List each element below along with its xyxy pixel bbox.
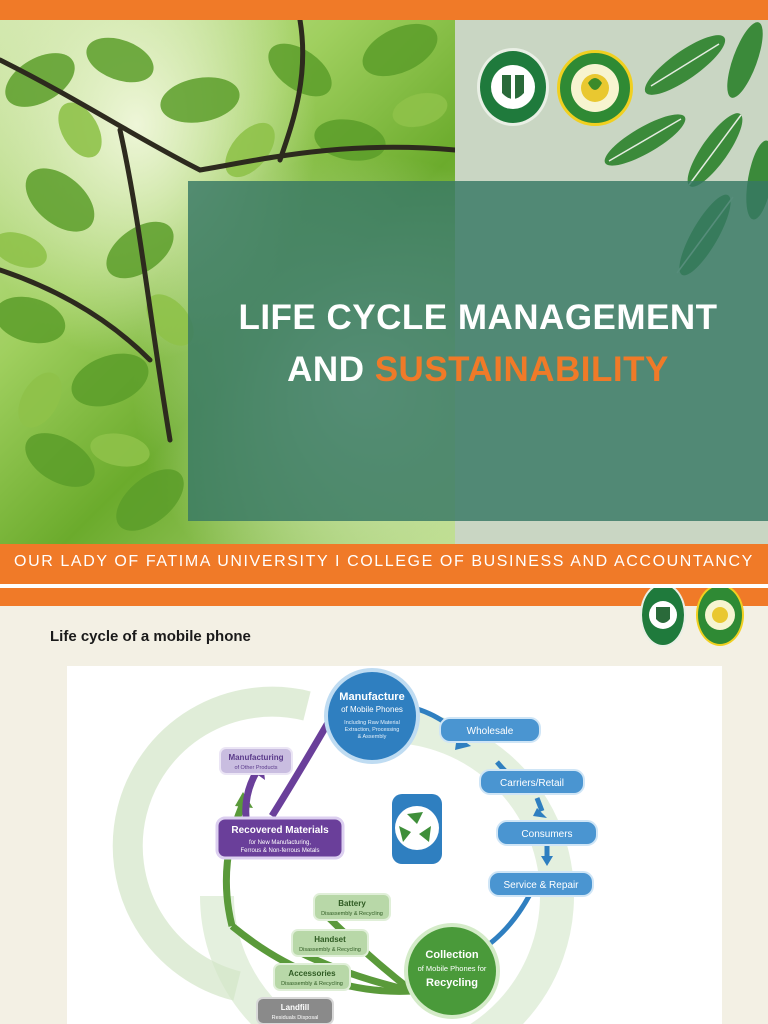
recovered-sub1: for New Manufacturing, xyxy=(249,840,311,846)
handset-sub: Disassembly & Recycling xyxy=(299,947,361,953)
lifecycle-diagram-svg: Manufacture of Mobile Phones Including R… xyxy=(112,668,598,1024)
landfill-label: Landfill xyxy=(281,1003,309,1012)
manufacture-sub: of Mobile Phones xyxy=(341,705,403,714)
collection-title: Collection xyxy=(425,949,478,961)
title-highlight: SUSTAINABILITY xyxy=(374,350,669,389)
university-seal-icon xyxy=(477,48,549,126)
accessories-label: Accessories xyxy=(288,969,336,978)
landfill-sub: Residuals Disposal xyxy=(272,1015,319,1021)
content-slide: Life cycle of a mobile phone xyxy=(0,588,768,1024)
title-prefix: AND xyxy=(287,350,375,389)
manufacture-note1: Including Raw Material xyxy=(344,720,400,726)
manufacturing-other-sub: of Other Products xyxy=(234,765,277,771)
battery-label: Battery xyxy=(338,899,366,908)
collection-sub: of Mobile Phones for xyxy=(418,964,487,973)
wholesale-label: Wholesale xyxy=(467,726,514,737)
manufacture-node xyxy=(324,668,420,764)
manufacture-title: Manufacture xyxy=(339,691,404,703)
service-repair-label: Service & Repair xyxy=(503,880,579,891)
accessories-sub: Disassembly & Recycling xyxy=(281,981,343,987)
battery-sub: Disassembly & Recycling xyxy=(321,911,383,917)
footer-text: OUR LADY OF FATIMA UNIVERSITY I COLLEGE … xyxy=(14,553,754,570)
manufacture-note2: Extraction, Processing xyxy=(345,727,400,733)
landfill-node xyxy=(256,997,334,1024)
recovered-sub2: Ferrous & Non-ferrous Metals xyxy=(240,848,319,854)
collection-title2: Recycling xyxy=(426,977,478,989)
wholesale-node xyxy=(439,717,541,743)
leaves-illustration xyxy=(0,20,455,531)
recovered-materials-node xyxy=(215,816,345,860)
college-seal-icon xyxy=(557,50,633,126)
service-repair-node xyxy=(488,871,594,897)
carriers-retail-node xyxy=(479,769,585,795)
slide-title-line1: LIFE CYCLE MANAGEMENT xyxy=(238,298,718,337)
university-seal-small-icon xyxy=(640,588,686,647)
title-overlay-box xyxy=(188,181,768,521)
title-slide: LIFE CYCLE MANAGEMENT AND SUSTAINABILITY… xyxy=(0,0,768,588)
manufacturing-other-node xyxy=(219,747,293,775)
slide-title-line2: AND SUSTAINABILITY xyxy=(188,350,768,390)
carriers-retail-label: Carriers/Retail xyxy=(500,778,564,789)
recovered-title: Recovered Materials xyxy=(231,825,329,836)
manufacturing-other-label: Manufacturing xyxy=(228,753,283,762)
handset-node xyxy=(291,929,369,957)
consumers-node xyxy=(496,820,598,846)
footer-band xyxy=(0,544,768,584)
handset-label: Handset xyxy=(314,935,346,944)
lifecycle-diagram: Manufacture of Mobile Phones Including R… xyxy=(67,666,722,1024)
accessories-node xyxy=(273,963,351,991)
top-orange-bar-slide2 xyxy=(0,588,768,606)
consumers-label: Consumers xyxy=(521,829,572,840)
top-orange-bar xyxy=(0,0,768,20)
manufacture-note3: & Assembly xyxy=(358,734,387,740)
college-seal-small-icon xyxy=(696,588,744,646)
battery-node xyxy=(313,893,391,921)
collection-node xyxy=(404,923,500,1019)
slide-heading: Life cycle of a mobile phone xyxy=(50,628,251,645)
